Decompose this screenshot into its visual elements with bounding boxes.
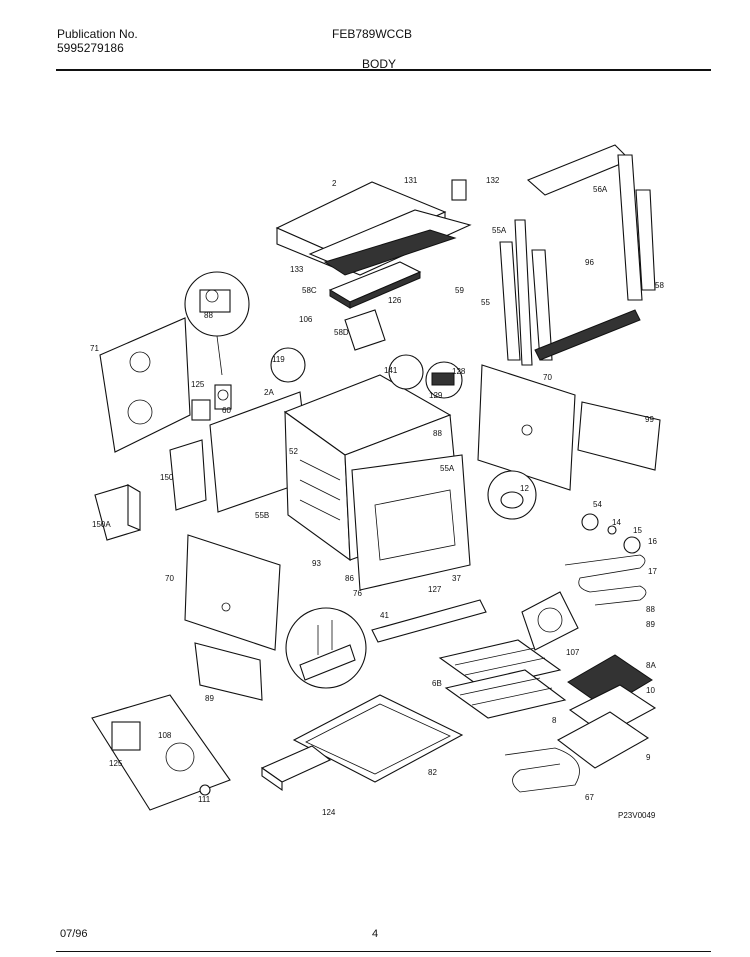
callout-93: 93 xyxy=(312,559,321,568)
callout-12: 12 xyxy=(520,484,529,493)
model-number: FEB789WCCB xyxy=(332,27,413,41)
callout-89-left: 89 xyxy=(205,694,214,703)
callout-60: 60 xyxy=(222,406,231,415)
callout-6b: 6B xyxy=(432,679,442,688)
callout-8a: 8A xyxy=(646,661,656,670)
callout-17: 17 xyxy=(648,567,657,576)
callout-2: 2 xyxy=(332,179,337,188)
small-components xyxy=(270,309,463,399)
callout-67: 67 xyxy=(585,793,594,802)
callout-106: 106 xyxy=(299,315,313,324)
header-rule xyxy=(56,69,711,71)
motor-assembly xyxy=(487,470,641,554)
callout-99: 99 xyxy=(645,415,654,424)
callout-41: 41 xyxy=(380,611,389,620)
oven-racks xyxy=(438,639,567,719)
control-components xyxy=(191,384,232,421)
callout-131: 131 xyxy=(404,176,418,185)
callout-133: 133 xyxy=(290,265,304,274)
callout-56a: 56A xyxy=(593,185,608,194)
callout-55: 55 xyxy=(481,298,490,307)
callout-127: 127 xyxy=(428,585,442,594)
page-number: 4 xyxy=(372,928,379,940)
callout-14: 14 xyxy=(612,518,621,527)
callout-70-right: 70 xyxy=(543,373,552,382)
callout-150: 150 xyxy=(160,473,174,482)
callout-58c: 58C xyxy=(302,286,317,295)
callout-10: 10 xyxy=(646,686,655,695)
callout-58d: 58D xyxy=(334,328,349,337)
callout-55a-lower: 55A xyxy=(440,464,455,473)
callout-141: 141 xyxy=(384,366,398,375)
callout-70-left: 70 xyxy=(165,574,174,583)
callout-150a: 150A xyxy=(92,520,111,529)
callout-8: 8 xyxy=(552,716,557,725)
callout-125-bottom: 125 xyxy=(109,759,123,768)
callout-128: 128 xyxy=(452,367,466,376)
top-cover-assembly xyxy=(275,179,472,276)
callout-108: 108 xyxy=(158,731,172,740)
callout-58: 58 xyxy=(655,281,664,290)
detail-circle-top xyxy=(184,271,250,376)
heating-element-top xyxy=(564,554,647,606)
footer-rule xyxy=(56,951,711,952)
callout-76: 76 xyxy=(353,589,362,598)
callout-37: 37 xyxy=(452,574,461,583)
callout-15: 15 xyxy=(633,526,642,535)
callout-132: 132 xyxy=(486,176,500,185)
callout-82: 82 xyxy=(428,768,437,777)
publication-number: 5995279186 xyxy=(57,41,124,55)
insulation-pad xyxy=(328,261,422,309)
callout-2a: 2A xyxy=(264,388,274,397)
rear-panel-right xyxy=(477,364,661,491)
figure-code: P23V0049 xyxy=(618,811,656,820)
oven-bottom-panel xyxy=(292,694,464,783)
callout-55a: 55A xyxy=(492,226,507,235)
footer-date: 07/96 xyxy=(60,928,88,940)
callout-124: 124 xyxy=(322,808,336,817)
callout-125-top: 125 xyxy=(191,380,205,389)
callout-89-right: 89 xyxy=(646,620,655,629)
left-side-panel xyxy=(99,317,191,453)
callout-55b: 55B xyxy=(255,511,269,520)
front-trim-strip xyxy=(371,599,487,643)
callout-96: 96 xyxy=(585,258,594,267)
frame-trim xyxy=(499,144,656,366)
callout-16: 16 xyxy=(648,537,657,546)
callout-119: 119 xyxy=(272,355,285,364)
callout-54: 54 xyxy=(593,500,602,509)
lower-bracket xyxy=(194,642,263,701)
callout-88-right: 88 xyxy=(646,605,655,614)
callout-107: 107 xyxy=(566,648,580,657)
callout-111: 111 xyxy=(198,795,211,804)
bake-element xyxy=(504,747,580,793)
callout-59: 59 xyxy=(455,286,464,295)
rack-shield xyxy=(521,591,579,651)
fan-detail-box xyxy=(91,694,231,811)
callout-88-top: 88 xyxy=(204,311,213,320)
callout-88-mid: 88 xyxy=(433,429,442,438)
publication-label: Publication No. xyxy=(57,27,138,41)
oven-cavity xyxy=(283,374,471,591)
broiler-pan xyxy=(556,654,657,769)
drip-tray xyxy=(260,745,332,792)
callout-71: 71 xyxy=(90,344,99,353)
callout-9: 9 xyxy=(646,753,651,762)
section-title: BODY xyxy=(362,57,397,71)
callout-129: 129 xyxy=(429,391,443,400)
callout-126: 126 xyxy=(388,296,402,305)
detail-circle-middle xyxy=(285,607,367,689)
callout-86: 86 xyxy=(345,574,354,583)
callout-52: 52 xyxy=(289,447,298,456)
lower-side-panel xyxy=(184,534,281,651)
bracket-parts xyxy=(94,439,207,541)
